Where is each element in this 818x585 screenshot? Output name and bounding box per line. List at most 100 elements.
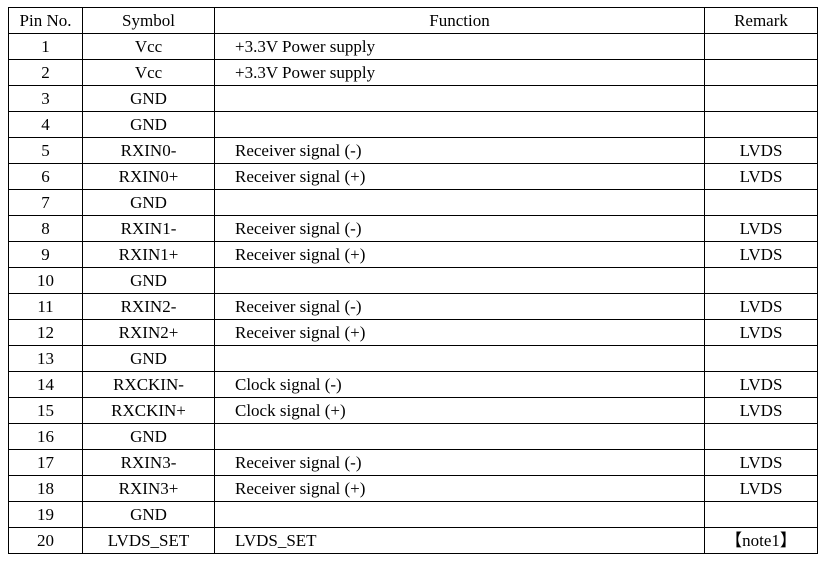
symbol-cell: LVDS_SET (82, 527, 215, 554)
pin-number-cell: 7 (8, 189, 83, 216)
symbol-cell: GND (82, 111, 215, 138)
symbol-cell: GND (82, 501, 215, 528)
pin-number-cell: 2 (8, 59, 83, 86)
remark-cell (704, 85, 818, 112)
function-cell (214, 423, 705, 450)
pin-number-cell: 10 (8, 267, 83, 294)
function-cell: Receiver signal (-) (214, 293, 705, 320)
table-header-row: Pin No. Symbol Function Remark (8, 7, 818, 34)
remark-cell (704, 267, 818, 294)
remark-cell: LVDS (704, 215, 818, 242)
remark-cell: LVDS (704, 371, 818, 398)
symbol-cell: GND (82, 345, 215, 372)
pin-number-cell: 14 (8, 371, 83, 398)
function-cell (214, 111, 705, 138)
remark-cell: LVDS (704, 475, 818, 502)
symbol-cell: GND (82, 267, 215, 294)
function-cell: Receiver signal (+) (214, 475, 705, 502)
symbol-cell: RXIN3- (82, 449, 215, 476)
pin-number-cell: 12 (8, 319, 83, 346)
function-cell: LVDS_SET (214, 527, 705, 554)
function-cell (214, 501, 705, 528)
pin-number-cell: 8 (8, 215, 83, 242)
remark-cell (704, 345, 818, 372)
remark-cell (704, 189, 818, 216)
header-symbol: Symbol (82, 7, 215, 34)
remark-cell: LVDS (704, 449, 818, 476)
remark-cell: LVDS (704, 397, 818, 424)
function-cell: Clock signal (+) (214, 397, 705, 424)
remark-cell: LVDS (704, 293, 818, 320)
function-cell (214, 85, 705, 112)
symbol-cell: RXCKIN+ (82, 397, 215, 424)
symbol-cell: RXIN0+ (82, 163, 215, 190)
remark-cell: LVDS (704, 241, 818, 268)
pin-number-cell: 16 (8, 423, 83, 450)
symbol-cell: RXIN3+ (82, 475, 215, 502)
pin-number-cell: 17 (8, 449, 83, 476)
remark-cell (704, 59, 818, 86)
symbol-cell: RXIN2- (82, 293, 215, 320)
function-cell (214, 267, 705, 294)
pin-number-cell: 19 (8, 501, 83, 528)
symbol-cell: Vcc (82, 59, 215, 86)
pin-number-cell: 20 (8, 527, 83, 554)
symbol-cell: GND (82, 85, 215, 112)
pin-number-cell: 1 (8, 33, 83, 60)
symbol-cell: Vcc (82, 33, 215, 60)
symbol-cell: GND (82, 189, 215, 216)
function-cell: +3.3V Power supply (214, 33, 705, 60)
remark-cell: LVDS (704, 163, 818, 190)
function-cell: +3.3V Power supply (214, 59, 705, 86)
function-cell: Receiver signal (+) (214, 319, 705, 346)
header-function: Function (214, 7, 705, 34)
function-cell: Receiver signal (-) (214, 215, 705, 242)
pin-number-cell: 18 (8, 475, 83, 502)
header-pin-no: Pin No. (8, 7, 83, 34)
function-cell: Receiver signal (-) (214, 449, 705, 476)
pin-number-cell: 3 (8, 85, 83, 112)
remark-cell: 【note1】 (704, 527, 818, 554)
pin-number-cell: 4 (8, 111, 83, 138)
pin-number-cell: 15 (8, 397, 83, 424)
remark-cell (704, 423, 818, 450)
function-cell (214, 345, 705, 372)
symbol-cell: RXIN1+ (82, 241, 215, 268)
function-cell: Receiver signal (-) (214, 137, 705, 164)
symbol-cell: GND (82, 423, 215, 450)
symbol-cell: RXCKIN- (82, 371, 215, 398)
function-cell: Clock signal (-) (214, 371, 705, 398)
function-cell: Receiver signal (+) (214, 163, 705, 190)
symbol-cell: RXIN0- (82, 137, 215, 164)
header-remark: Remark (704, 7, 818, 34)
function-cell: Receiver signal (+) (214, 241, 705, 268)
pin-number-cell: 13 (8, 345, 83, 372)
pin-number-cell: 6 (8, 163, 83, 190)
remark-cell (704, 501, 818, 528)
symbol-cell: RXIN1- (82, 215, 215, 242)
remark-cell (704, 33, 818, 60)
remark-cell: LVDS (704, 319, 818, 346)
remark-cell (704, 111, 818, 138)
